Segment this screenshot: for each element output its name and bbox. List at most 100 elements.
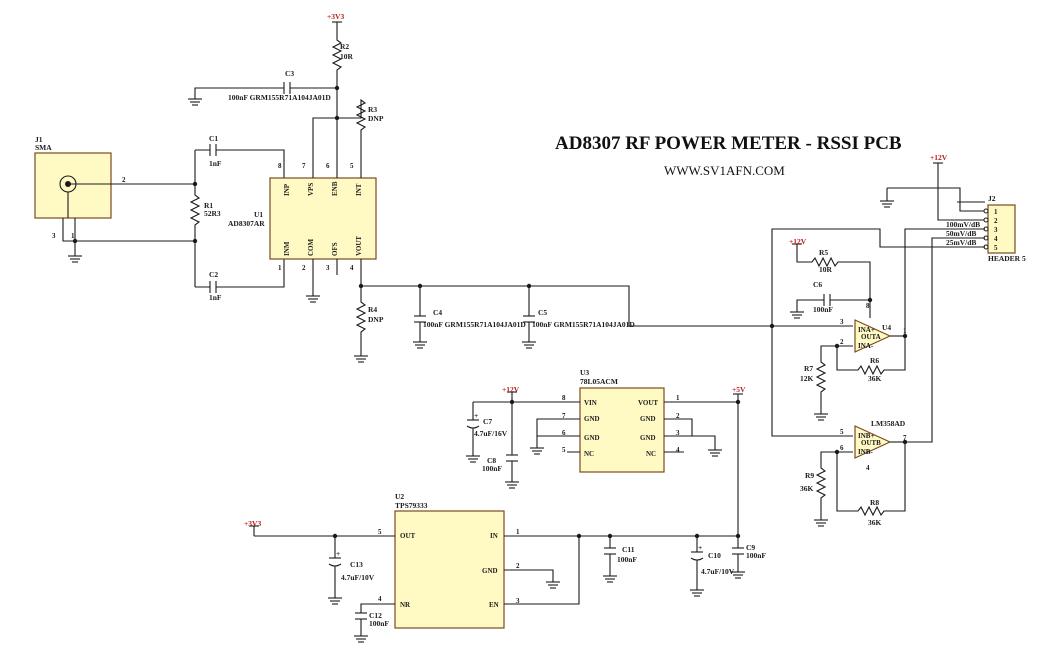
j1-ref: J1	[35, 135, 43, 144]
svg-text:INM: INM	[283, 241, 291, 256]
j2-label-25mv: 25mV/dB	[946, 238, 976, 247]
j1-pin3: 3	[52, 232, 56, 240]
gnd-c11	[602, 569, 618, 583]
svg-text:5: 5	[994, 244, 998, 252]
u4b-opamp: OUTB INB+ INB-	[854, 425, 892, 459]
svg-text:4: 4	[994, 235, 998, 243]
svg-text:2: 2	[840, 338, 844, 346]
c9-ref: C9	[746, 543, 755, 552]
svg-text:1: 1	[676, 394, 680, 402]
svg-text:+: +	[698, 543, 702, 552]
u4-ref: U4	[882, 323, 891, 332]
svg-text:2: 2	[302, 264, 306, 272]
gnd-j1	[67, 249, 83, 263]
r6-resistor	[836, 336, 906, 376]
gnd-c6	[789, 305, 805, 319]
c12-val: 100nF	[369, 619, 389, 628]
svg-text:+: +	[474, 411, 478, 420]
r8-val: 36K	[868, 518, 882, 527]
j1-pin2: 2	[122, 176, 126, 184]
gnd-c5	[521, 335, 537, 349]
c7-val: 4.7uF/16V	[474, 429, 508, 438]
svg-text:NR: NR	[400, 601, 411, 609]
c2-val: 1nF	[209, 293, 222, 302]
svg-text:VOUT: VOUT	[638, 399, 658, 407]
svg-text:OUT: OUT	[400, 532, 416, 540]
svg-text:8: 8	[866, 302, 870, 310]
svg-text:3: 3	[994, 226, 998, 234]
svg-text:4: 4	[350, 264, 354, 272]
svg-text:6: 6	[326, 162, 330, 170]
r4-resistor	[355, 286, 367, 350]
u3-part: 78L05ACM	[580, 377, 618, 386]
gnd-c12	[353, 629, 369, 643]
svg-text:5: 5	[378, 528, 382, 536]
svg-text:1: 1	[994, 208, 998, 216]
wire-opamp-outs	[904, 228, 985, 443]
c9-val: 100nF	[746, 551, 766, 560]
svg-text:+: +	[336, 549, 340, 558]
c4-val: 100nF GRM155R71A104JA01D	[423, 320, 526, 329]
c10-ref: C10	[708, 551, 721, 560]
r1-val: 52R3	[204, 209, 221, 218]
svg-text:7: 7	[302, 162, 306, 170]
wire-j2-pin3	[937, 173, 985, 221]
r8-ref: R8	[870, 498, 879, 507]
svg-text:4: 4	[866, 464, 870, 472]
c12-ref: C12	[369, 611, 382, 620]
svg-text:ENB: ENB	[331, 181, 339, 196]
svg-text:COM: COM	[307, 239, 315, 257]
pwr-3v3-u2-label: +3V3	[244, 519, 261, 528]
svg-text:8: 8	[562, 394, 566, 402]
r9-val: 36K	[800, 484, 814, 493]
c8-ref: C8	[487, 456, 496, 465]
gnd-r7	[813, 407, 829, 421]
u1-part: AD8307AR	[228, 219, 265, 228]
pwr-3v3-top-label: +3V3	[327, 12, 344, 21]
r7-ref: R7	[804, 364, 813, 373]
wire-5v-rail	[664, 401, 739, 536]
svg-text:2: 2	[516, 562, 520, 570]
r6-ref: R6	[870, 356, 879, 365]
u1-ad8307-chip: INP VPS ENB INT INM COM OFS VOUT 8 7 6 5…	[269, 162, 377, 272]
wire-c3	[194, 87, 337, 93]
wire-25mv	[771, 228, 985, 437]
c12-capacitor	[360, 603, 395, 630]
svg-text:4: 4	[676, 446, 680, 454]
r6-val: 36K	[868, 374, 882, 383]
gnd-u3-right	[707, 443, 723, 457]
r7-val: 12K	[800, 374, 814, 383]
u3-78l05-regulator: VIN GND GND NC VOUT GND GND NC	[579, 387, 665, 473]
schematic-subtitle: WWW.SV1AFN.COM	[664, 163, 785, 178]
j2-ref: J2	[988, 194, 996, 203]
r8-resistor	[836, 442, 906, 517]
r2-resistor	[331, 32, 343, 178]
j2-label-100mv: 100mV/dB	[946, 220, 980, 229]
u2-ref: U2	[395, 492, 404, 501]
c7-ref: C7	[483, 417, 492, 426]
u2-tps79333-regulator: OUT NR IN GND EN	[394, 510, 505, 629]
r7-resistor	[815, 345, 853, 408]
u3-ref: U3	[580, 368, 589, 377]
gnd-r9	[813, 513, 829, 527]
pwr-12v-j2	[932, 162, 944, 174]
c13-val: 4.7uF/10V	[341, 573, 375, 582]
r3-ref: R3	[368, 105, 377, 114]
svg-text:2: 2	[994, 217, 998, 225]
wire-u3-gnd-right	[664, 418, 716, 444]
svg-text:4: 4	[378, 595, 382, 603]
j2-header-connector: 1 2 3 4 5	[983, 204, 1016, 254]
svg-text:INA-: INA-	[858, 342, 874, 350]
wire-c2	[195, 258, 285, 288]
u1-ref: U1	[254, 210, 263, 219]
wire-u2-gnd	[504, 569, 554, 576]
wire-rssi-out	[361, 285, 853, 327]
gnd-u3-left	[529, 441, 545, 455]
j1-name: SMA	[35, 143, 52, 152]
j2-name: HEADER 5	[988, 254, 1026, 263]
pwr-3v3-top	[331, 21, 343, 33]
svg-text:INP: INP	[283, 183, 291, 196]
svg-text:VOUT: VOUT	[355, 236, 363, 256]
gnd-c13	[327, 591, 343, 605]
